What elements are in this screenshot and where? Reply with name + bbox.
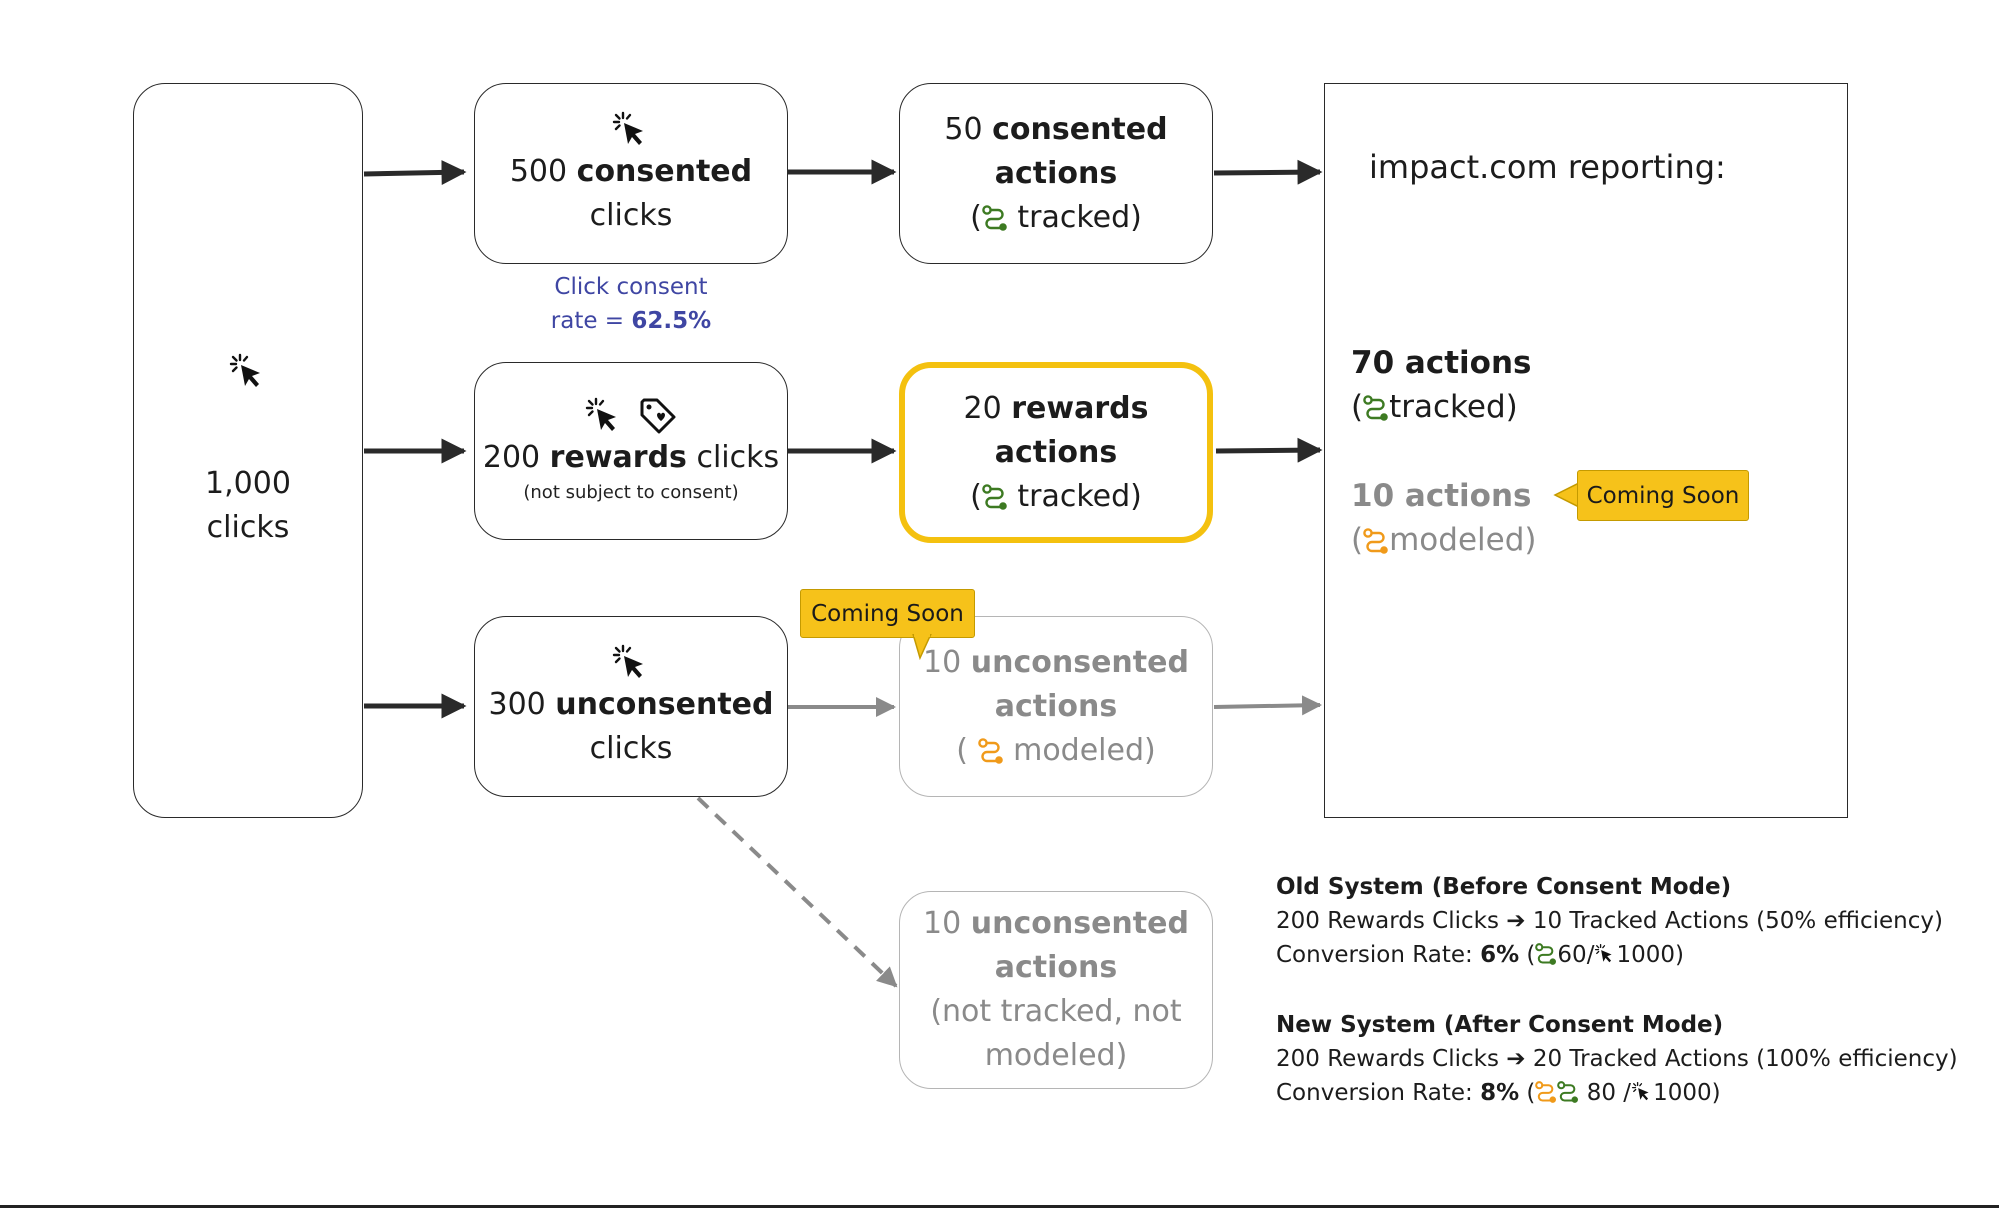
total-clicks-box: 1,000 clicks xyxy=(133,83,363,818)
old-system-rate-paren: ( xyxy=(1519,942,1536,968)
new-system-rate-label: Conversion Rate: xyxy=(1276,1080,1481,1106)
cursor-click-icon xyxy=(611,110,651,150)
impact-reporting-panel: impact.com reporting: 70 actions ( tracke… xyxy=(1324,83,1848,818)
rewards-clicks-box: 200 rewards clicks (not subject to conse… xyxy=(474,362,788,540)
rewards-actions-bold: rewards xyxy=(1011,390,1149,426)
path-tracked-icon xyxy=(1557,1081,1579,1103)
arrow-clicks-to-consented xyxy=(363,159,467,185)
consented-clicks-label: clicks xyxy=(589,197,673,233)
cursor-click-icon xyxy=(228,352,268,392)
path-tracked-icon xyxy=(982,205,1008,231)
unconsented-untracked-bold: unconsented xyxy=(970,906,1189,941)
report-modeled-label: modeled) xyxy=(1389,522,1537,558)
cursor-click-icon xyxy=(1594,943,1616,965)
consent-rate-value: 62.5% xyxy=(631,308,712,334)
coming-soon-label: Coming Soon xyxy=(1586,482,1740,509)
old-system-efficiency: 200 Rewards Clicks ➔ 10 Tracked Actions … xyxy=(1276,908,1943,934)
new-system-rate-value: 8% xyxy=(1480,1080,1520,1106)
unconsented-clicks-box: 300 unconsented clicks xyxy=(474,616,788,797)
new-system-heading: New System (After Consent Mode) xyxy=(1276,1012,1724,1038)
consent-rate-label: Click consent xyxy=(554,274,708,300)
bottom-border xyxy=(0,1205,1999,1208)
unconsented-untracked-count: 10 xyxy=(923,906,962,941)
unconsented-untracked-label: actions xyxy=(994,950,1118,985)
consented-actions-paren: ( xyxy=(970,199,982,235)
arrow-unconsented-to-untracked xyxy=(696,796,898,988)
coming-soon-badge-report: Coming Soon xyxy=(1577,470,1749,521)
unconsented-modeled-status: modeled) xyxy=(1013,732,1156,768)
path-tracked-icon xyxy=(982,484,1008,510)
path-modeled-icon xyxy=(1535,1081,1557,1103)
unconsented-modeled-bold: unconsented xyxy=(970,644,1189,680)
consented-actions-status: tracked) xyxy=(1017,199,1142,235)
unconsented-clicks-bold: unconsented xyxy=(555,686,774,722)
coming-soon-label: Coming Soon xyxy=(811,600,964,627)
report-modeled-count: 10 actions xyxy=(1351,478,1532,514)
path-tracked-icon xyxy=(1535,943,1557,965)
report-modeled-paren: ( xyxy=(1351,522,1364,558)
report-modeled: 10 actions ( modeled) xyxy=(1351,474,1536,562)
report-title: impact.com reporting: xyxy=(1369,148,1726,186)
rewards-actions-paren: ( xyxy=(970,478,982,514)
unconsented-untracked-note: (not tracked, not xyxy=(930,994,1182,1029)
consented-clicks-count: 500 xyxy=(509,153,568,189)
rewards-actions-box: 20 rewards actions ( tracked) xyxy=(899,362,1213,543)
consented-actions-box: 50 consented actions ( tracked) xyxy=(899,83,1213,264)
badge-pointer-left xyxy=(1553,482,1579,508)
rewards-clicks-label: clicks xyxy=(696,440,780,475)
arrow-modeled-to-report xyxy=(1213,695,1322,716)
consented-actions-bold: consented xyxy=(992,111,1168,147)
old-system-rate-label: Conversion Rate: xyxy=(1276,942,1481,968)
cursor-click-icon xyxy=(584,396,624,436)
unconsented-modeled-box: 10 unconsented actions ( modeled) xyxy=(899,616,1213,797)
new-system-summary: New System (After Consent Mode) 200 Rewa… xyxy=(1276,1008,1958,1110)
badge-pointer xyxy=(912,634,932,660)
unconsented-clicks-label: clicks xyxy=(589,730,673,766)
unconsented-modeled-count: 10 xyxy=(923,644,962,680)
arrow-consented-actions-to-report xyxy=(1213,159,1323,185)
rewards-actions-status: tracked) xyxy=(1017,478,1142,514)
cursor-click-icon xyxy=(611,643,651,683)
unconsented-untracked-note-end: modeled) xyxy=(984,1038,1128,1073)
consented-actions-count: 50 xyxy=(944,111,983,147)
old-system-rate-numerator: 60/ xyxy=(1557,942,1595,968)
old-system-heading: Old System (Before Consent Mode) xyxy=(1276,874,1732,900)
total-clicks-label: clicks xyxy=(206,509,290,545)
arrow-rewards-actions-to-report xyxy=(1215,437,1323,463)
report-tracked-paren: ( xyxy=(1351,389,1364,425)
rewards-clicks-note: (not subject to consent) xyxy=(523,482,739,503)
cursor-click-icon xyxy=(1631,1081,1653,1103)
click-consent-rate: Click consent rate = 62.5% xyxy=(470,270,792,338)
new-system-rate-numerator: 80 / xyxy=(1579,1080,1632,1106)
coming-soon-badge: Coming Soon xyxy=(800,589,975,638)
path-tracked-icon xyxy=(1363,395,1389,421)
path-modeled-icon xyxy=(978,738,1004,764)
report-tracked: 70 actions ( tracked) xyxy=(1351,341,1532,429)
tag-heart-icon xyxy=(638,396,678,436)
old-system-rate-value: 6% xyxy=(1480,942,1520,968)
report-tracked-label: tracked) xyxy=(1389,389,1518,425)
consented-actions-label: actions xyxy=(994,155,1118,191)
new-system-rate-paren: ( xyxy=(1519,1080,1536,1106)
consented-clicks-box: 500 consented clicks xyxy=(474,83,788,264)
unconsented-clicks-count: 300 xyxy=(488,686,546,722)
consent-rate-prefix: rate = xyxy=(550,308,632,334)
total-clicks-count: 1,000 xyxy=(205,465,291,501)
rewards-clicks-bold: rewards xyxy=(549,440,687,475)
consented-clicks-bold: consented xyxy=(576,153,753,189)
old-system-rate-denominator: 1000) xyxy=(1616,942,1684,968)
unconsented-untracked-box: 10 unconsented actions (not tracked, not… xyxy=(899,891,1213,1089)
unconsented-modeled-label: actions xyxy=(994,688,1118,724)
path-modeled-icon xyxy=(1363,528,1389,554)
rewards-actions-count: 20 xyxy=(963,390,1002,426)
unconsented-modeled-paren: ( xyxy=(956,732,968,768)
rewards-clicks-count: 200 xyxy=(482,440,541,475)
old-system-summary: Old System (Before Consent Mode) 200 Rew… xyxy=(1276,870,1943,972)
new-system-efficiency: 200 Rewards Clicks ➔ 20 Tracked Actions … xyxy=(1276,1046,1958,1072)
new-system-rate-denominator: 1000) xyxy=(1653,1080,1721,1106)
rewards-actions-label: actions xyxy=(994,434,1118,470)
report-tracked-count: 70 actions xyxy=(1351,345,1532,381)
